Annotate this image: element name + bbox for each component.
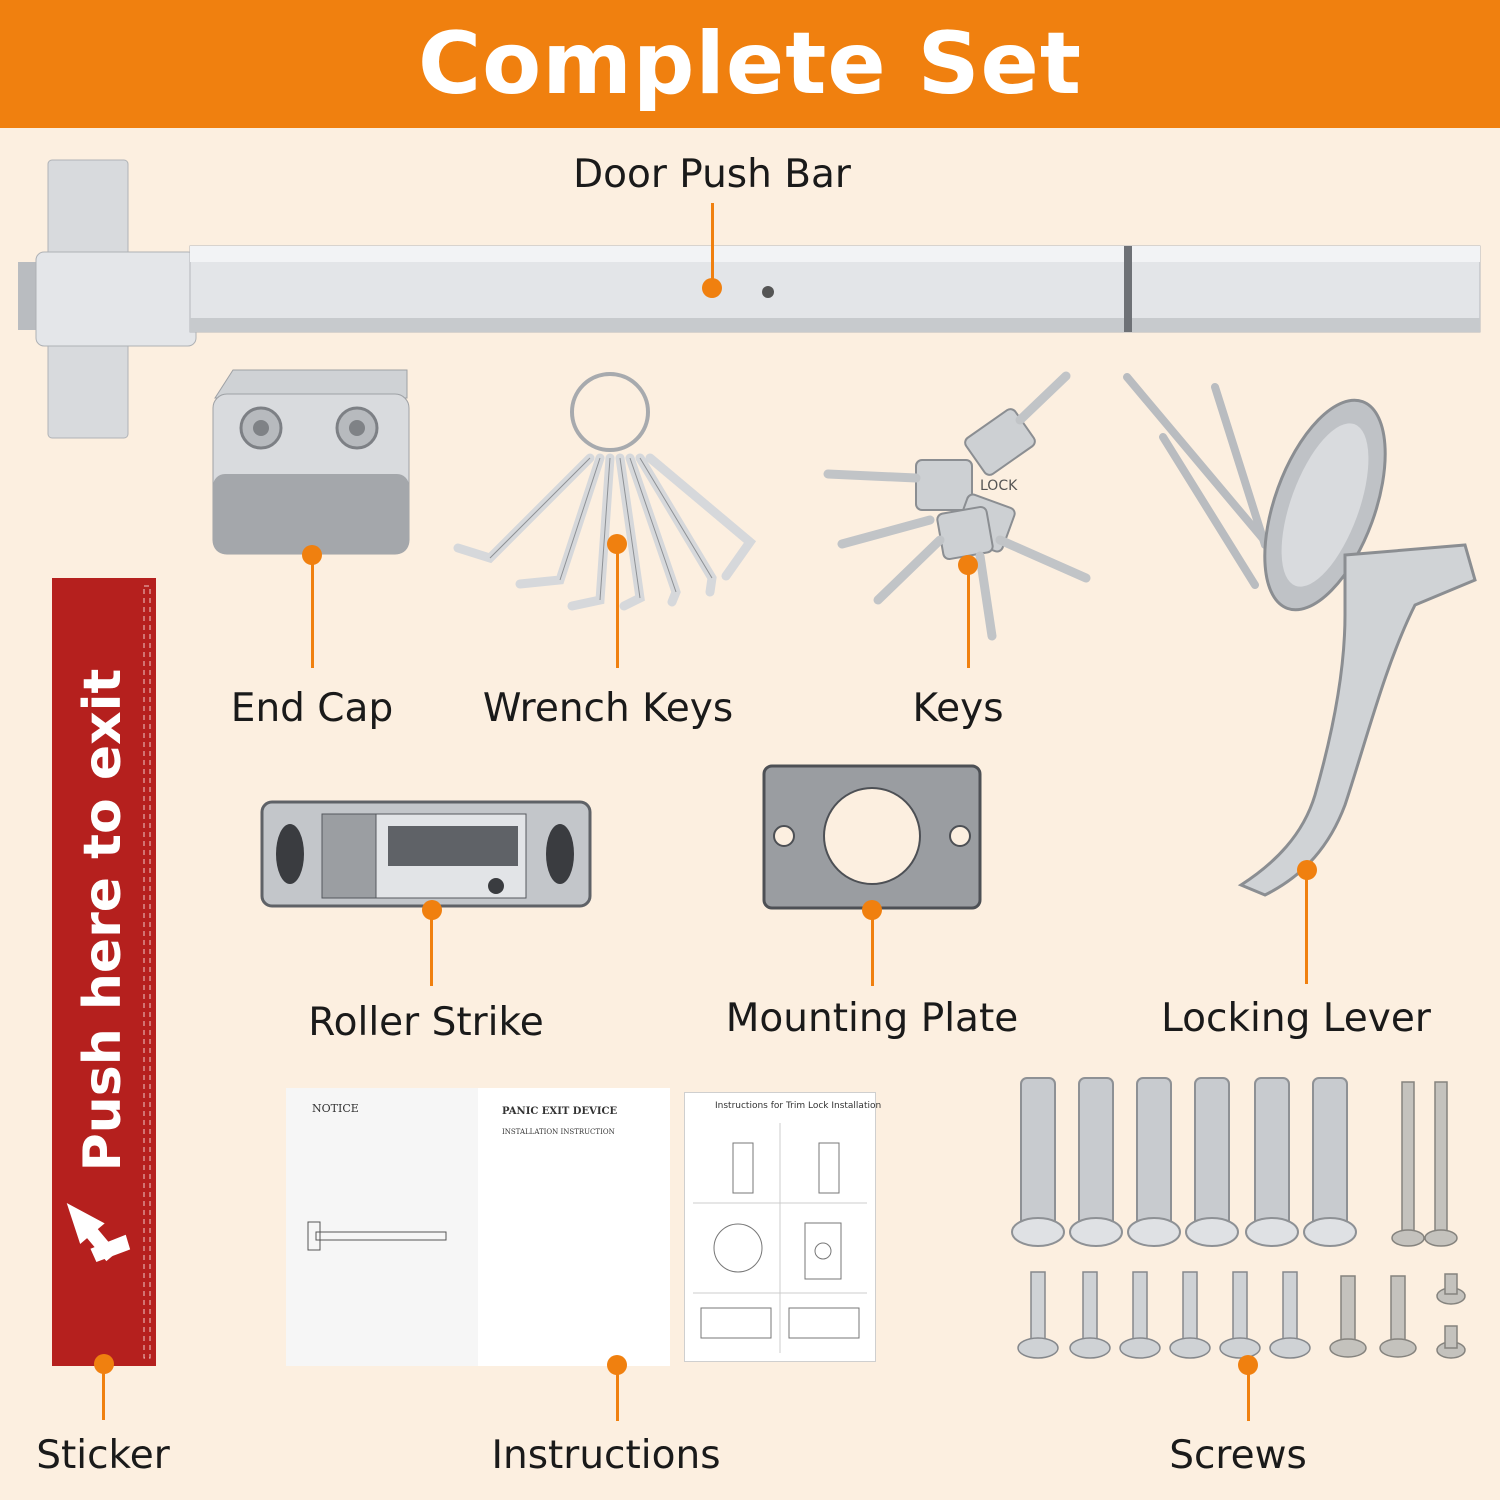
- manual-image: NOTICE PANIC EXIT DEVICE INSTALLATION IN…: [286, 1088, 670, 1366]
- locking-lever-marker: [1297, 860, 1317, 880]
- sticker-label: Sticker: [36, 1433, 170, 1478]
- manual-notice: NOTICE: [312, 1102, 359, 1115]
- trim-sheet-diagrams: [693, 1123, 867, 1353]
- sticker-leader: [102, 1364, 105, 1420]
- manual-diagram: [307, 1221, 447, 1251]
- mounting-plate-leader: [871, 910, 874, 986]
- locking-lever-image: [1123, 373, 1477, 897]
- trim-sheet-image: Instructions for Trim Lock Installation: [684, 1092, 881, 1362]
- key-stamp: LOCK: [980, 478, 1018, 494]
- roller-strike-label: Roller Strike: [308, 1000, 544, 1045]
- screws-label: Screws: [1169, 1433, 1307, 1478]
- end-cap-label: End Cap: [230, 686, 394, 731]
- keys-label: Keys: [912, 686, 1004, 731]
- push-bar-label: Door Push Bar: [573, 152, 851, 197]
- end-cap-marker: [302, 545, 322, 565]
- screws-leader: [1247, 1365, 1250, 1421]
- wrench-keys-label: Wrench Keys: [482, 686, 734, 731]
- roller-strike-leader: [430, 910, 433, 986]
- locking-lever-leader: [1305, 872, 1308, 984]
- manual-title: PANIC EXIT DEVICE: [502, 1106, 618, 1117]
- push-bar-marker: [702, 278, 722, 298]
- wrench-keys-image: [453, 372, 757, 611]
- end-cap-leader: [311, 556, 314, 668]
- roller-strike-image: [260, 800, 592, 908]
- screws-image: [1011, 1077, 1466, 1359]
- end-cap-image: [212, 369, 410, 555]
- manual-subtitle: INSTALLATION INSTRUCTION: [502, 1128, 615, 1136]
- instructions-label: Instructions: [491, 1433, 721, 1478]
- mounting-plate-image: [762, 764, 982, 910]
- instructions-leader: [616, 1365, 619, 1421]
- keys-leader: [967, 566, 970, 668]
- keys-image: LOCK: [823, 371, 1091, 641]
- mounting-plate-label: Mounting Plate: [725, 996, 1019, 1041]
- push-bar-leader: [711, 203, 714, 287]
- locking-lever-label: Locking Lever: [1161, 996, 1431, 1041]
- keys-marker: [958, 555, 978, 575]
- wrench-keys-marker: [607, 534, 627, 554]
- sticker-image: [52, 578, 156, 1366]
- header-banner: Complete Set: [0, 0, 1500, 128]
- page-title: Complete Set: [418, 14, 1082, 114]
- push-bar-image: [18, 159, 1481, 439]
- wrench-keys-leader: [616, 546, 619, 668]
- trim-sheet-title: Instructions for Trim Lock Installation: [715, 1101, 882, 1111]
- sticker-text: Push here to exit: [73, 668, 133, 1172]
